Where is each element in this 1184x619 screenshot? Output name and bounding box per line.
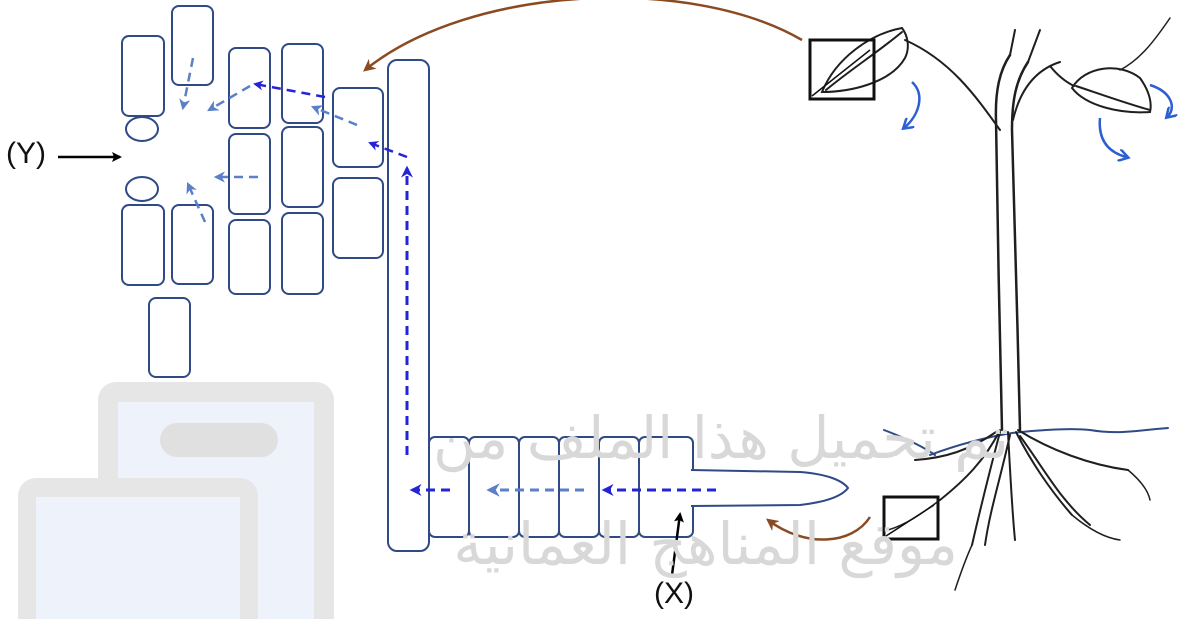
root-hair xyxy=(690,469,850,507)
guard-cell xyxy=(125,116,159,142)
leaf-to-cells-arrow xyxy=(363,0,803,72)
leaf-right xyxy=(1070,67,1152,114)
transpiration-arrow xyxy=(1149,83,1172,116)
leaf-cell xyxy=(332,87,384,168)
water-arrow xyxy=(179,57,195,111)
leaf-cell xyxy=(228,219,271,295)
leaf-cell xyxy=(228,133,271,215)
watermark-logo xyxy=(18,382,334,619)
xylem-vessel xyxy=(387,59,430,552)
watermark-line-2: موقع المناهج العمانية xyxy=(453,510,958,578)
roots xyxy=(914,429,1129,546)
label-y: (Y) xyxy=(6,137,46,170)
root-cells xyxy=(428,436,694,538)
root-magnifier-box xyxy=(882,495,940,541)
water-arrow xyxy=(368,141,408,159)
water-arrow xyxy=(253,80,326,99)
leaf-cell xyxy=(281,126,324,208)
leaf-cell xyxy=(121,204,165,286)
water-arrow xyxy=(207,84,251,112)
water-path-arrows xyxy=(179,57,716,497)
leaf-magnifier-box xyxy=(808,38,876,101)
water-arrow xyxy=(186,181,207,223)
plant-sketch-icon xyxy=(820,17,1171,591)
x-pointer-arrow xyxy=(670,512,684,576)
leaf-cell xyxy=(171,204,214,285)
leaf-cell xyxy=(228,47,271,129)
leaf-cell xyxy=(148,297,191,378)
guard-cell xyxy=(125,176,159,202)
transpiration-arrow xyxy=(1098,117,1126,157)
leaf-cell xyxy=(281,43,324,124)
watermark-line-1: تم تحميل هذا الملف من xyxy=(433,404,1009,472)
root-to-cells-arrow xyxy=(766,516,872,541)
leaf-cell xyxy=(121,35,165,117)
water-arrow xyxy=(310,105,358,127)
transpiration-arrow xyxy=(905,81,921,127)
leaf-cell xyxy=(281,212,324,295)
label-x: (X) xyxy=(654,577,694,610)
leaf-left xyxy=(820,26,909,94)
leaf-cell xyxy=(171,5,214,86)
leaf-cell xyxy=(332,177,384,259)
leaf-cells xyxy=(121,5,384,378)
